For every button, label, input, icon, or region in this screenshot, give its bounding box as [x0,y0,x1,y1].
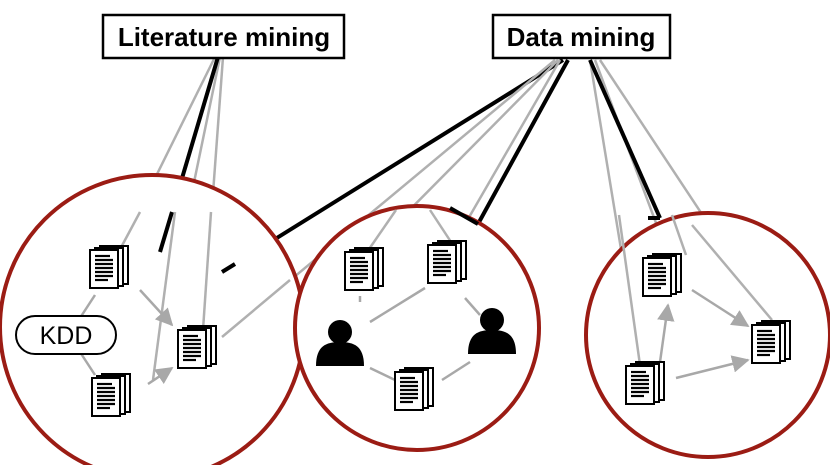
arrow [147,366,174,386]
document-stack-icon [750,319,792,365]
arrow [675,355,750,380]
strong-link [233,58,565,266]
document-stack-icon [641,252,683,298]
document-stack-icon [88,244,130,290]
link [369,286,426,324]
data-cluster [584,211,830,459]
kdd-node: KDD [15,315,117,355]
strong-link [476,59,570,225]
arrow [657,303,675,363]
link [78,351,97,376]
arrow [691,288,750,328]
link [78,294,97,319]
literature-cluster: KDD [0,173,306,465]
document-stack-icon [90,372,132,418]
link [441,360,471,382]
strong-link [588,59,662,219]
document-stack-icon [426,239,468,285]
kdd-pill [15,315,117,355]
arrow [139,289,174,327]
kdd-label: KDD [40,322,93,350]
literature-mining-box: Literature mining [101,13,346,60]
document-stack-icon [393,366,435,412]
literature-mining-label: Literature mining [118,22,330,52]
document-stack-icon [176,324,218,370]
weak-link [451,59,562,246]
link [369,366,396,382]
data-mining-box: Data mining [491,13,672,60]
document-stack-icon [624,360,666,406]
data-mining-label: Data mining [507,22,656,52]
document-stack-icon [343,246,385,292]
people-cluster [293,204,541,452]
link [464,297,481,316]
